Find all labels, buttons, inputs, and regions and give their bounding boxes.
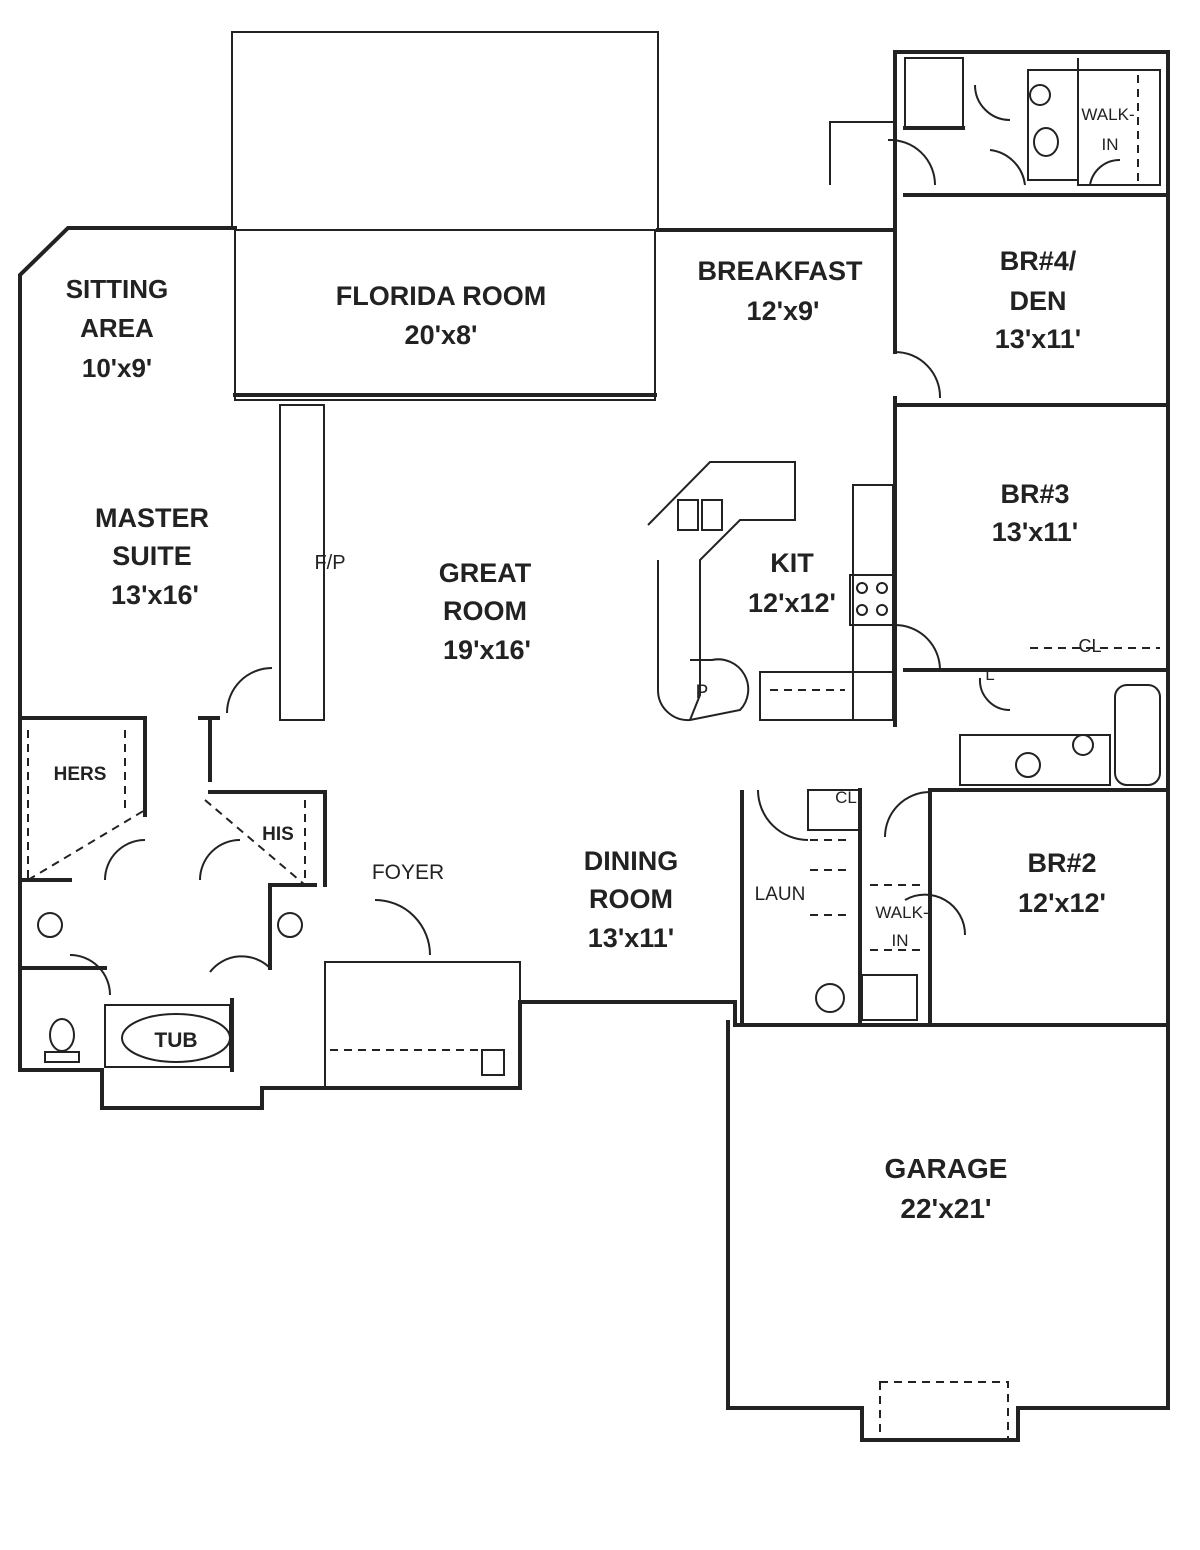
great-room-size: 19'x16' bbox=[443, 635, 531, 665]
fixtures bbox=[37, 84, 1094, 1063]
master-suite-name-1: MASTER bbox=[95, 503, 209, 533]
kitchen-counters bbox=[647, 461, 896, 722]
florida-room-size: 20'x8' bbox=[405, 320, 478, 350]
breakfast-name: BREAKFAST bbox=[697, 256, 863, 286]
pantry-label: P bbox=[696, 682, 709, 703]
br2-name: BR#2 bbox=[1027, 848, 1096, 878]
linen-label: L bbox=[985, 665, 994, 684]
walk-in-top-label-1: WALK- bbox=[1081, 105, 1134, 124]
walk-in-br2-label-2: IN bbox=[892, 931, 909, 950]
garage-size: 22'x21' bbox=[900, 1193, 991, 1224]
dining-room-size: 13'x11' bbox=[588, 923, 674, 953]
garage-name: GARAGE bbox=[885, 1153, 1008, 1184]
great-room-name-2: ROOM bbox=[443, 596, 527, 626]
breakfast-size: 12'x9' bbox=[747, 296, 820, 326]
his-closet-label: HIS bbox=[262, 824, 294, 845]
kitchen-size: 12'x12' bbox=[748, 588, 836, 618]
walk-in-top-label-2: IN bbox=[1102, 135, 1119, 154]
br4-size: 13'x11' bbox=[995, 324, 1081, 354]
sitting-area-name-1: SITTING bbox=[66, 274, 169, 304]
hers-closet-label: HERS bbox=[54, 764, 107, 785]
closet-rods bbox=[27, 75, 1160, 1441]
room-labels: SITTING AREA 10'x9' FLORIDA ROOM 20'x8' … bbox=[66, 246, 1106, 1224]
closet-hall-label: CL bbox=[835, 788, 857, 807]
great-room-name-1: GREAT bbox=[439, 558, 532, 588]
door-swings bbox=[69, 84, 1121, 996]
sitting-area-size: 10'x9' bbox=[82, 353, 152, 383]
tub-label: TUB bbox=[154, 1029, 197, 1052]
florida-room-name: FLORIDA ROOM bbox=[336, 281, 546, 311]
br3-size: 13'x11' bbox=[992, 517, 1078, 547]
foyer-label: FOYER bbox=[372, 861, 444, 884]
br4-name-2: DEN bbox=[1009, 286, 1066, 316]
patio-outline bbox=[231, 31, 659, 228]
dining-room-name-1: DINING bbox=[584, 846, 679, 876]
kitchen-name: KIT bbox=[770, 548, 814, 578]
master-suite-name-2: SUITE bbox=[112, 541, 192, 571]
laundry-label: LAUN bbox=[755, 884, 806, 905]
br2-size: 12'x12' bbox=[1018, 888, 1106, 918]
dining-room-name-2: ROOM bbox=[589, 884, 673, 914]
exterior-walls bbox=[18, 50, 1170, 1442]
master-suite-size: 13'x16' bbox=[111, 580, 199, 610]
closet-br3-label: CL bbox=[1078, 636, 1101, 656]
interior-walls bbox=[18, 57, 1170, 1088]
tub-fixture bbox=[121, 1013, 231, 1063]
small-labels: WALK- IN F/P P L CL CL HERS HIS FOYER LA… bbox=[54, 105, 1135, 1052]
br3-name: BR#3 bbox=[1000, 479, 1069, 509]
walk-in-br2-label-1: WALK- bbox=[875, 903, 928, 922]
br4-name-1: BR#4/ bbox=[1000, 246, 1077, 276]
fireplace-label: F/P bbox=[314, 552, 345, 574]
sitting-area-name-2: AREA bbox=[80, 313, 154, 343]
